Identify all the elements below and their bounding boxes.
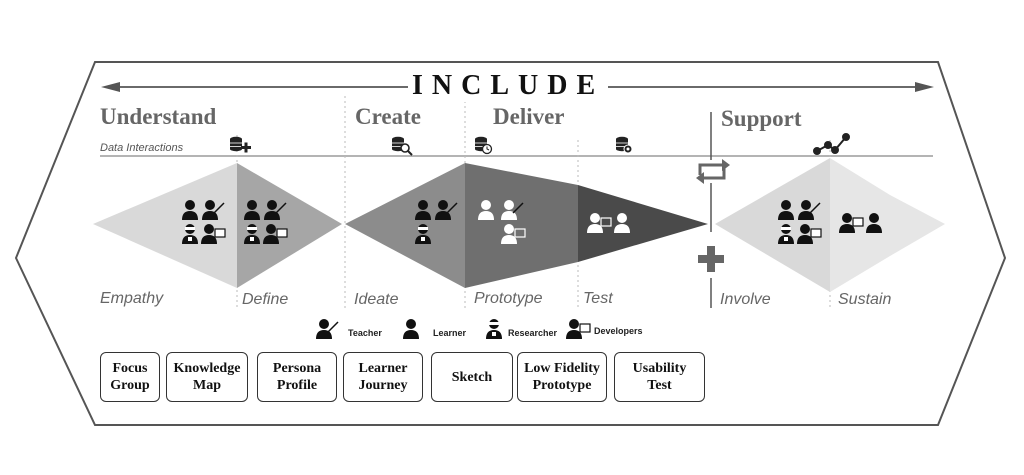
plus-icon [698,246,724,272]
teacher-icon [315,318,339,340]
database-clock-icon [474,136,493,155]
method-knowledge-map: Knowledge Map [166,352,248,402]
ideate-diamond [345,163,465,288]
define-diamond [237,163,342,288]
stage-prototype: Prototype [474,290,543,307]
data-interactions-label: Data Interactions [100,142,184,154]
legend-learner: Learner [433,328,467,338]
phase-create: Create [355,104,421,129]
stage-define: Define [242,291,289,308]
stage-test: Test [583,290,613,307]
method-focus-group: Focus Group [100,352,160,402]
learner-icon [403,319,419,339]
method-low-fidelity-prototype: Low Fidelity Prototype [517,352,607,402]
stage-sustain: Sustain [838,291,892,308]
database-search-icon [391,136,413,156]
database-add-icon [229,136,251,153]
method-persona-profile: Persona Profile [257,352,337,402]
prototype-people [478,199,526,244]
phase-deliver: Deliver [493,104,565,129]
stage-empathy: Empathy [100,290,164,307]
database-settings-icon [615,136,633,154]
empathy-diamond [93,163,237,288]
network-icon [813,133,850,155]
involve-diamond [715,158,830,292]
method-usability-test: Usability Test [614,352,705,402]
legend-teacher: Teacher [348,328,382,338]
cycle-arrows-icon [696,159,730,184]
phase-support: Support [721,106,802,131]
stage-involve: Involve [720,291,771,308]
researcher-icon [486,319,502,339]
phase-understand: Understand [100,104,217,129]
method-sketch: Sketch [431,352,513,402]
legend-researcher: Researcher [508,328,558,338]
sustain-diamond [830,158,945,292]
developer-icon [565,318,591,340]
method-learner-journey: Learner Journey [343,352,423,402]
include-title: INCLUDE [408,70,609,102]
prototype-shape [465,163,578,288]
stage-ideate: Ideate [354,291,399,308]
test-people [587,213,630,233]
legend-developers: Developers [594,326,643,336]
test-shape [578,185,708,262]
outer-hexagon-frame [14,61,1007,426]
